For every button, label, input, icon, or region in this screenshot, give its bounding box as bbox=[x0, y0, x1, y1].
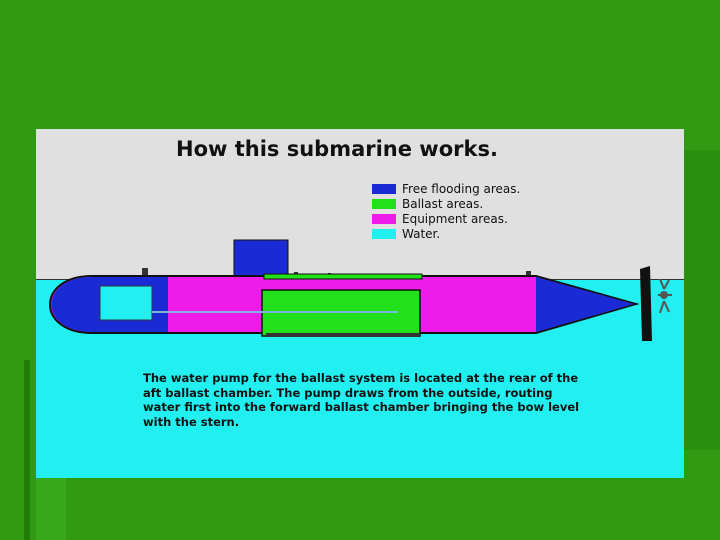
stern-rudder bbox=[640, 266, 652, 341]
background-stripe-left bbox=[24, 360, 30, 540]
legend-item-water: Water. bbox=[372, 226, 520, 241]
background-stripe-right bbox=[684, 150, 720, 450]
diagram-caption: The water pump for the ballast system is… bbox=[143, 371, 580, 429]
diagram-panel: How this submarine works. Free flooding … bbox=[36, 129, 684, 478]
submarine-diagram bbox=[49, 239, 672, 341]
legend-item-equipment: Equipment areas. bbox=[372, 211, 520, 226]
legend-swatch-equipment bbox=[372, 213, 396, 224]
legend-swatch-free-flooding bbox=[372, 183, 396, 194]
legend-label-free-flooding: Free flooding areas. bbox=[402, 181, 521, 196]
deck-fitting-aft bbox=[142, 268, 148, 276]
legend-label-equipment: Equipment areas. bbox=[402, 211, 508, 226]
background-stripe-bottom bbox=[36, 478, 66, 540]
conning-tower bbox=[233, 239, 289, 277]
legend-label-water: Water. bbox=[402, 226, 441, 241]
legend-label-ballast: Ballast areas. bbox=[402, 196, 484, 211]
legend-item-free-flooding: Free flooding areas. bbox=[372, 181, 520, 196]
diagram-title: How this submarine works. bbox=[176, 137, 498, 161]
keel bbox=[266, 333, 420, 337]
legend-item-ballast: Ballast areas. bbox=[372, 196, 520, 211]
deck-fitting-fwd bbox=[526, 271, 531, 276]
legend-swatch-ballast bbox=[372, 198, 396, 209]
legend: Free flooding areas. Ballast areas. Equi… bbox=[372, 181, 520, 241]
aft-water-tank bbox=[99, 285, 153, 321]
bow-free-flooding-area bbox=[536, 277, 634, 332]
deck-ballast-strip bbox=[263, 273, 423, 280]
legend-swatch-water bbox=[372, 228, 396, 239]
propeller-icon bbox=[658, 278, 672, 314]
